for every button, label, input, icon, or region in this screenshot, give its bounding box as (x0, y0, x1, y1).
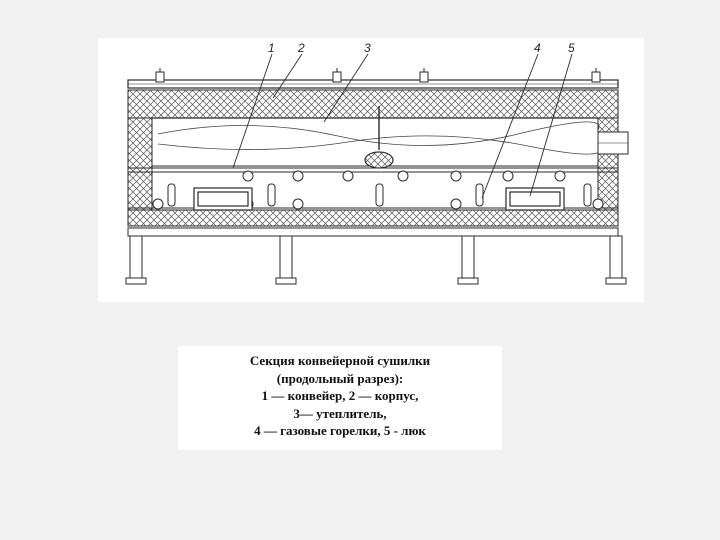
callout-label-5: 5 (568, 41, 575, 55)
housing-top (127, 79, 619, 89)
caption-line-3: 1 — конвейер, 2 — корпус, (261, 388, 419, 403)
callout-label-2: 2 (297, 41, 305, 55)
outlet-pipe (597, 131, 629, 155)
insulation-top (127, 89, 619, 119)
caption-line-2: (продольный разрез): (276, 370, 404, 386)
caption-line-1: Секция конвейерной сушилки (249, 353, 431, 368)
figure-caption: Секция конвейерной сушилки (продольный р… (178, 346, 502, 450)
gas-burners (167, 183, 592, 207)
support-frame (125, 227, 627, 285)
caption-line-4: 3— утеплитель, (293, 405, 387, 421)
air-duct (151, 117, 603, 167)
inspection-hatches (193, 187, 565, 211)
callout-label-3: 3 (364, 41, 371, 55)
callout-label-4: 4 (534, 41, 541, 55)
dryer-schematic-svg: 1 2 3 4 5 (125, 41, 629, 285)
callout-leaders (232, 53, 573, 199)
central-fan (364, 106, 394, 169)
insulation-bottom (127, 209, 619, 227)
caption-line-5: 4 — газовые горелки, 5 - люк (254, 423, 426, 438)
conveyor-rollers (152, 170, 604, 210)
callout-label-1: 1 (268, 41, 275, 55)
top-fasteners (155, 68, 601, 83)
dryer-section-drawing: 1 2 3 4 5 (98, 38, 644, 302)
